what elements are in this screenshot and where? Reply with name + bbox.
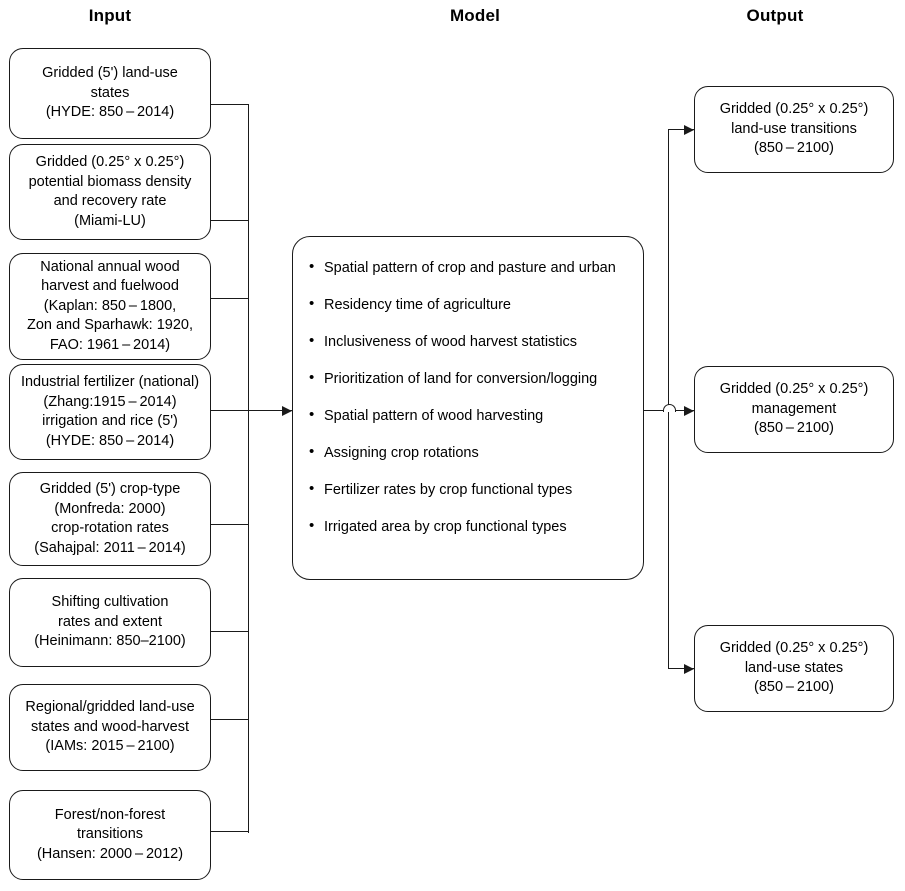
input-node-potential-biomass: Gridded (0.25° x 0.25°) potential biomas… xyxy=(9,144,211,240)
arrowhead-into-output-3 xyxy=(684,664,694,674)
connector-stub-input-5 xyxy=(211,524,249,526)
input-node-label: Gridded (5') crop-type (Monfreda: 2000) … xyxy=(34,481,186,556)
connector-stub-input-3 xyxy=(211,298,249,300)
connector-stub-input-1 xyxy=(211,104,249,106)
connector-input-bus xyxy=(248,104,250,833)
input-node-label: Gridded (5') land-use states (HYDE: 850 … xyxy=(42,65,178,121)
model-bullet-item: • Irrigated area by crop functional type… xyxy=(307,517,629,536)
input-node-label: Forest/non-forest transitions (Hansen: 2… xyxy=(36,806,184,862)
input-node-label: Gridded (0.25° x 0.25°) potential biomas… xyxy=(28,154,192,229)
model-bullet-label: Fertilizer rates by crop functional type… xyxy=(324,482,573,498)
input-node-label: National annual wood harvest and fuelwoo… xyxy=(26,258,194,353)
model-bullet-label: Spatial pattern of wood harvesting xyxy=(324,408,544,424)
connector-line-hop xyxy=(663,404,676,412)
input-node-fertilizer-irrigation: Industrial fertilizer (national) (Zhang:… xyxy=(9,364,211,460)
model-node: • Spatial pattern of crop and pasture an… xyxy=(292,236,644,580)
input-node-wood-harvest: National annual wood harvest and fuelwoo… xyxy=(9,253,211,360)
model-bullet-label: Spatial pattern of crop and pasture and … xyxy=(324,260,616,276)
input-node-label: Shifting cultivation rates and extent (H… xyxy=(34,594,186,650)
connector-stub-input-4 xyxy=(211,410,249,412)
bullet-icon: • xyxy=(309,480,315,497)
input-node-crop-type: Gridded (5') crop-type (Monfreda: 2000) … xyxy=(9,472,211,566)
arrowhead-into-output-2 xyxy=(684,406,694,416)
column-header-output: Output xyxy=(746,6,804,25)
model-bullet-item: • Prioritization of land for conversion/… xyxy=(307,369,629,388)
connector-stub-input-6 xyxy=(211,631,249,633)
bullet-icon: • xyxy=(309,443,315,460)
output-node-label: Gridded (0.25° x 0.25°) land-use transit… xyxy=(719,101,869,157)
model-bullet-item: • Assigning crop rotations xyxy=(307,443,629,462)
model-bullet-label: Inclusiveness of wood harvest statistics xyxy=(324,334,578,350)
input-node-label: Industrial fertilizer (national) (Zhang:… xyxy=(20,374,200,449)
model-bullet-item: • Spatial pattern of crop and pasture an… xyxy=(307,258,629,277)
model-bullet-label: Residency time of agriculture xyxy=(324,297,511,313)
model-bullet-item: • Fertilizer rates by crop functional ty… xyxy=(307,480,629,499)
input-node-land-use-states: Gridded (5') land-use states (HYDE: 850 … xyxy=(9,48,211,139)
bullet-icon: • xyxy=(309,369,315,386)
bullet-icon: • xyxy=(309,517,315,534)
arrowhead-into-model xyxy=(282,406,292,416)
model-bullet-item: • Spatial pattern of wood harvesting xyxy=(307,406,629,425)
input-node-forest-transitions: Forest/non-forest transitions (Hansen: 2… xyxy=(9,790,211,880)
arrowhead-into-output-1 xyxy=(684,125,694,135)
model-bullet-label: Irrigated area by crop functional types xyxy=(324,519,567,535)
connector-stub-input-8 xyxy=(211,831,249,833)
connector-stub-input-7 xyxy=(211,719,249,721)
output-node-management: Gridded (0.25° x 0.25°) management (850 … xyxy=(694,366,894,453)
connector-bus-to-output-1 xyxy=(668,129,694,131)
bullet-icon: • xyxy=(309,406,315,423)
bullet-icon: • xyxy=(309,295,315,312)
connector-output-bus xyxy=(668,129,670,669)
output-node-label: Gridded (0.25° x 0.25°) land-use states … xyxy=(719,640,869,696)
bullet-icon: • xyxy=(309,258,315,275)
output-node-land-use-states: Gridded (0.25° x 0.25°) land-use states … xyxy=(694,625,894,712)
column-header-model: Model xyxy=(449,6,501,25)
connector-bus-to-model xyxy=(248,410,292,412)
model-bullet-list: • Spatial pattern of crop and pasture an… xyxy=(307,258,629,536)
column-header-input: Input xyxy=(88,6,132,25)
output-node-land-use-transitions: Gridded (0.25° x 0.25°) land-use transit… xyxy=(694,86,894,173)
output-node-label: Gridded (0.25° x 0.25°) management (850 … xyxy=(719,381,869,437)
model-bullet-label: Assigning crop rotations xyxy=(324,445,479,461)
bullet-icon: • xyxy=(309,332,315,349)
connector-stub-input-2 xyxy=(211,220,249,222)
input-node-regional-gridded: Regional/gridded land-use states and woo… xyxy=(9,684,211,771)
connector-bus-to-output-3 xyxy=(668,668,694,670)
model-bullet-item: • Residency time of agriculture xyxy=(307,295,629,314)
input-node-label: Regional/gridded land-use states and woo… xyxy=(25,699,195,755)
model-bullet-label: Prioritization of land for conversion/lo… xyxy=(324,371,598,387)
model-bullet-item: • Inclusiveness of wood harvest statisti… xyxy=(307,332,629,351)
input-node-shifting-cultivation: Shifting cultivation rates and extent (H… xyxy=(9,578,211,667)
